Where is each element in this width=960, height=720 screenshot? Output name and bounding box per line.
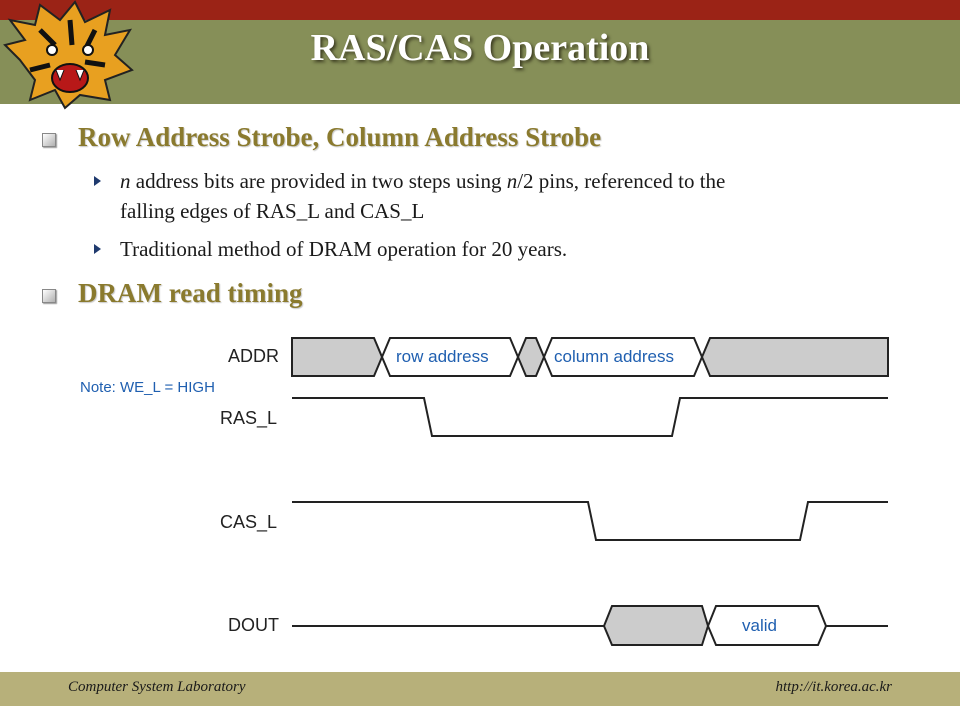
sub-bullet-1-line2: falling edges of RAS_L and CAS_L	[120, 199, 425, 223]
dout-invalid	[602, 605, 710, 646]
footer-lab-name: Computer System Laboratory	[68, 679, 246, 695]
dout-bus	[292, 605, 888, 646]
footer-band	[0, 672, 960, 706]
tiger-logo	[3, 0, 134, 110]
ras-waveform	[292, 397, 888, 437]
signal-label-ras: RAS_L	[220, 408, 277, 429]
addr-bus	[291, 337, 889, 377]
signal-label-addr: ADDR	[228, 346, 279, 366]
sub-bullet-arrow-icon	[94, 176, 101, 186]
bullet-square-icon	[42, 289, 56, 303]
sub-bullet-1-text-a: address bits are provided in two steps u…	[130, 169, 507, 193]
bullet-square-icon	[42, 133, 56, 147]
addr-invalid-3	[700, 337, 889, 377]
italic-n: n	[120, 169, 131, 193]
sub-bullet-1-text-b: /2 pins, referenced to the	[517, 169, 726, 193]
sub-bullet-2: Traditional method of DRAM operation for…	[120, 237, 568, 261]
bullet-heading-1: Row Address Strobe, Column Address Strob…	[78, 122, 602, 152]
sub-bullet-1: n address bits are provided in two steps…	[120, 166, 900, 226]
italic-n-2: n	[506, 169, 518, 193]
sub-bullet-arrow-icon	[94, 244, 101, 254]
note-label: Note: WE_L = HIGH	[80, 379, 215, 396]
addr-invalid-2	[516, 337, 546, 377]
cas-waveform	[292, 501, 888, 541]
title-band	[0, 20, 960, 104]
signal-label-cas: CAS_L	[220, 512, 277, 533]
bullet-heading-2: DRAM read timing	[78, 278, 303, 308]
top-band	[0, 0, 960, 20]
addr-invalid-1	[291, 337, 384, 377]
row-address-label: row address	[396, 347, 489, 366]
column-address-label: column address	[554, 347, 674, 366]
valid-label: valid	[742, 616, 777, 635]
footer-url: http://it.korea.ac.kr	[775, 679, 893, 695]
signal-label-dout: DOUT	[228, 615, 279, 635]
slide-title: RAS/CAS Operation	[310, 27, 650, 69]
